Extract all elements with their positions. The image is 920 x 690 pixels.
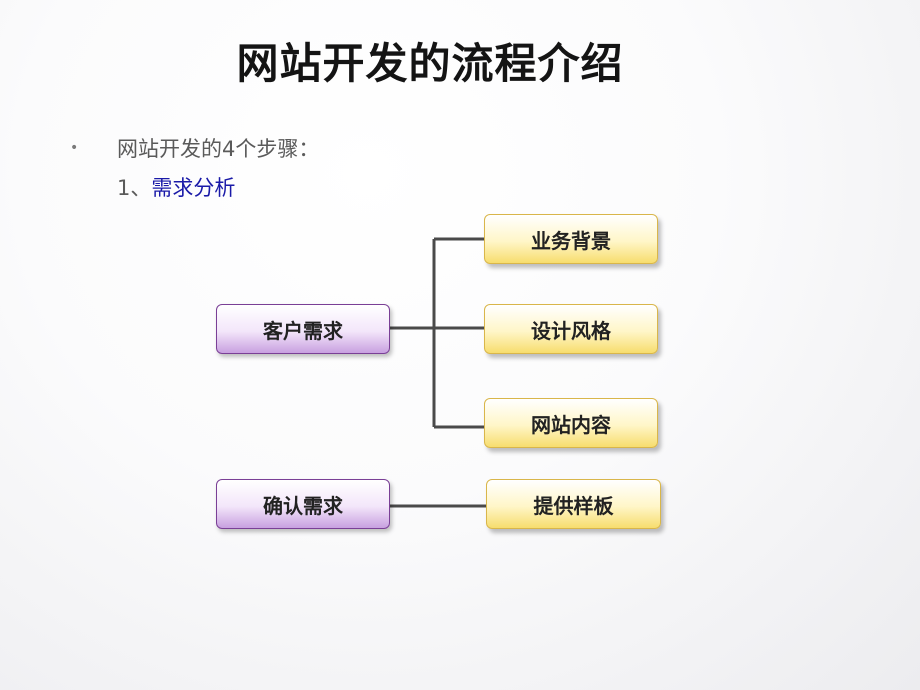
node-design-style: 设计风格 bbox=[484, 304, 658, 354]
bullet-text: 网站开发的4个步骤： bbox=[117, 137, 320, 161]
node-confirm-requirement: 确认需求 bbox=[216, 479, 390, 529]
bullet-marker: • bbox=[70, 140, 79, 156]
node-business-background: 业务背景 bbox=[484, 214, 658, 264]
step-line: 1、需求分析 bbox=[117, 172, 235, 202]
node-site-content: 网站内容 bbox=[484, 398, 658, 448]
node-provide-sample: 提供样板 bbox=[486, 479, 661, 529]
slide-title: 网站开发的流程介绍 bbox=[236, 39, 624, 88]
node-customer-requirement: 客户需求 bbox=[216, 304, 390, 354]
step-label: 需求分析 bbox=[151, 176, 236, 200]
step-number: 1、 bbox=[117, 176, 152, 200]
